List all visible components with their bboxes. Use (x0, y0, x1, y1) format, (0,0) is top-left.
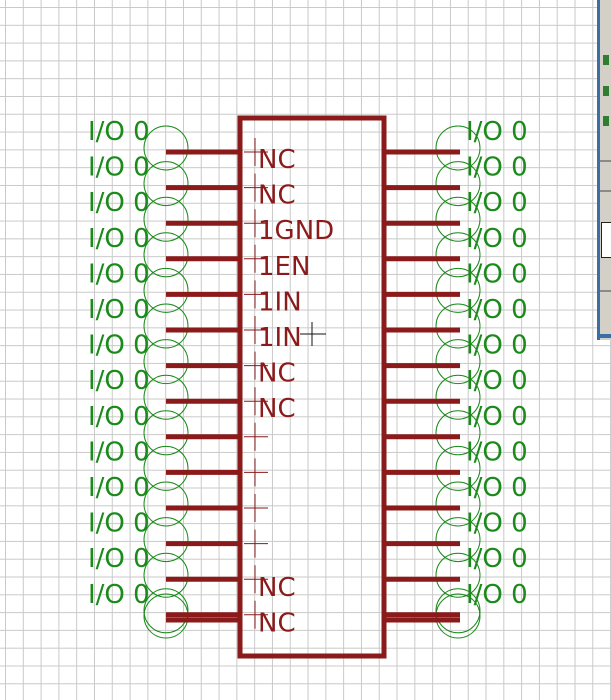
panel-tick-mark (603, 116, 609, 126)
left-io-label: I/O 0 (88, 188, 150, 218)
right-pin-circle (435, 303, 481, 349)
left-pin-circle (143, 339, 189, 385)
right-pin-circle (435, 125, 481, 171)
right-io-label: I/O 0 (466, 544, 528, 574)
left-pin-circle (143, 161, 189, 207)
right-pin-circle (435, 232, 481, 278)
pin-name-label: 1IN (258, 323, 302, 353)
right-pin-circle (435, 445, 481, 491)
panel-bottom-border (600, 334, 611, 338)
left-pin-circle (143, 232, 189, 278)
panel-tick-mark (603, 86, 609, 96)
left-pin-circle (143, 374, 189, 420)
left-io-label: I/O 0 (88, 153, 150, 183)
pin-name-label: NC (258, 609, 296, 639)
panel-separator (600, 160, 611, 162)
right-io-label: I/O 0 (466, 580, 528, 610)
left-pin-circles (143, 125, 189, 639)
left-pin-circle (143, 552, 189, 598)
pin-name-label: NC (258, 573, 296, 603)
right-io-label: I/O 0 (466, 437, 528, 467)
pin-name-label: 1GND (258, 216, 334, 246)
properties-panel-edge[interactable] (597, 0, 611, 340)
left-io-label: I/O 0 (88, 580, 150, 610)
left-io-labels: I/O 0 I/O 0 I/O 0 I/O 0 I/O 0 I/O 0 I/O 0 I/O 0… (88, 117, 150, 610)
left-pin-circle (143, 196, 189, 242)
left-io-label: I/O 0 (88, 437, 150, 467)
left-io-label: I/O 0 (88, 295, 150, 325)
right-io-label: I/O 0 (466, 153, 528, 183)
right-pin-circle (435, 552, 481, 598)
right-pin-circles (435, 125, 481, 639)
right-pin-circle (435, 161, 481, 207)
right-pin-circle (435, 481, 481, 527)
left-io-label: I/O 0 (88, 509, 150, 539)
pin-name-label: 1IN (258, 287, 302, 317)
left-io-label: I/O 0 (88, 402, 150, 432)
right-pin-circle (435, 410, 481, 456)
left-io-label: I/O 0 (88, 259, 150, 289)
panel-separator (600, 290, 611, 292)
pin-name-label: NC (258, 145, 296, 175)
pin-tick-marks (244, 138, 268, 629)
left-io-label: I/O 0 (88, 331, 150, 361)
left-pin-circle (143, 588, 189, 634)
panel-tick-mark (603, 55, 609, 65)
pin-name-label: 1EN (258, 252, 310, 282)
left-pin-circle (143, 410, 189, 456)
pin-name-label: NC (258, 181, 296, 211)
left-io-label: I/O 0 (88, 117, 150, 147)
right-io-label: I/O 0 (466, 188, 528, 218)
right-io-label: I/O 0 (466, 224, 528, 254)
pin-name-labels: NC NC 1GND 1EN 1IN 1IN NC NC NC NC (258, 145, 334, 639)
left-io-label: I/O 0 (88, 366, 150, 396)
right-pin-circle (435, 374, 481, 420)
panel-input-field[interactable] (601, 222, 611, 258)
right-io-label: I/O 0 (466, 402, 528, 432)
right-io-label: I/O 0 (466, 509, 528, 539)
component-body[interactable] (237, 115, 387, 659)
crosshair-cursor-icon (300, 322, 326, 346)
right-io-label: I/O 0 (466, 117, 528, 147)
right-pin-circle (435, 267, 481, 313)
pin-name-label: NC (258, 394, 296, 424)
right-pin-circle (435, 517, 481, 563)
right-io-label: I/O 0 (466, 366, 528, 396)
right-pins (384, 149, 460, 623)
pin-name-label: NC (258, 359, 296, 389)
right-pin-circle (435, 339, 481, 385)
panel-separator (600, 190, 611, 192)
right-pin-circle (435, 588, 481, 634)
right-io-label: I/O 0 (466, 473, 528, 503)
right-io-label: I/O 0 (466, 259, 528, 289)
left-io-label: I/O 0 (88, 473, 150, 503)
right-io-label: I/O 0 (466, 295, 528, 325)
left-pin-circle (143, 517, 189, 563)
left-io-label: I/O 0 (88, 224, 150, 254)
right-io-labels: I/O 0 I/O 0 I/O 0 I/O 0 I/O 0 I/O 0 I/O 0 I/O 0… (466, 117, 528, 610)
left-pin-circle (143, 267, 189, 313)
left-io-label: I/O 0 (88, 544, 150, 574)
left-pin-circle (143, 125, 189, 171)
right-pin-circle (435, 196, 481, 242)
left-pin-circle (143, 445, 189, 491)
right-io-label: I/O 0 (466, 331, 528, 361)
left-pins (166, 149, 240, 623)
left-pin-circle (143, 481, 189, 527)
left-pin-circle (143, 303, 189, 349)
